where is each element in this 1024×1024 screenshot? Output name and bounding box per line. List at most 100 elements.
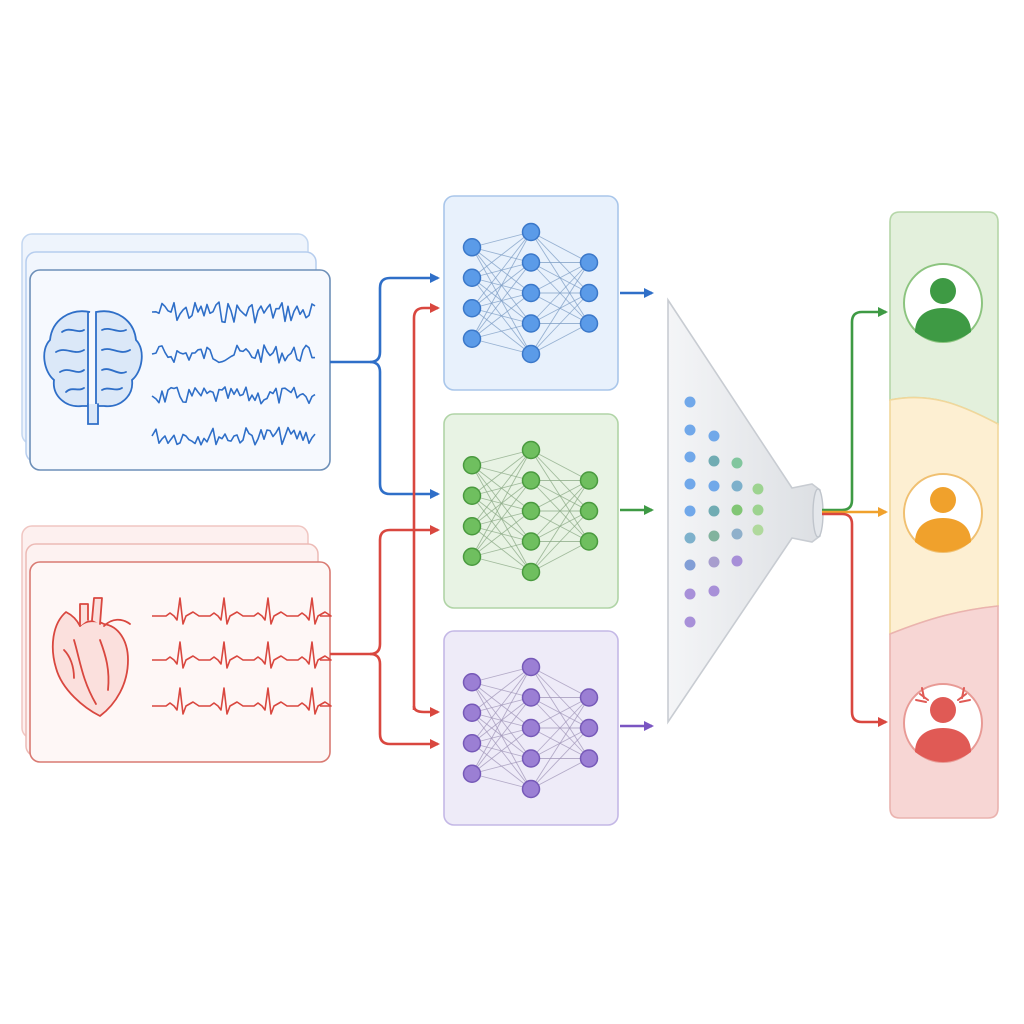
network-node	[579, 283, 599, 303]
network-edge	[471, 292, 532, 340]
network-edge	[471, 727, 532, 775]
network-edge	[471, 666, 532, 683]
network-edge	[471, 666, 532, 774]
calm-person-icon	[903, 263, 983, 343]
network-node	[521, 283, 541, 303]
feature-dot	[708, 530, 720, 542]
network-node	[462, 299, 482, 318]
feature-dot	[684, 616, 696, 628]
feature-dot	[708, 585, 720, 597]
funnel-feature-dots	[684, 396, 764, 628]
network-node	[579, 471, 599, 490]
ecg-waveform-line	[152, 597, 332, 625]
neutral-person-icon	[903, 473, 983, 553]
network-node	[521, 749, 541, 768]
feature-dot	[684, 505, 696, 517]
funnel-to-calm-arrow	[822, 307, 888, 512]
network-node	[521, 779, 541, 799]
brain-icon	[43, 310, 143, 425]
feature-dot	[684, 424, 696, 436]
feature-dot	[731, 555, 743, 567]
eeg-connectors	[330, 273, 440, 499]
network-edge	[530, 697, 590, 759]
network-edge	[530, 449, 590, 481]
network-edge	[471, 697, 532, 775]
net-purple-graph	[462, 657, 599, 799]
feature-dot	[684, 588, 696, 600]
ecg-to-blue-net-arrow	[412, 303, 440, 710]
network-edge	[471, 323, 532, 340]
ecg-waveform-line	[152, 687, 332, 715]
stress-marks-icon	[915, 687, 971, 703]
network-edge	[471, 510, 532, 558]
eeg-to-green-net-arrow	[369, 360, 440, 499]
network-edge	[530, 697, 590, 790]
network-edge	[530, 758, 590, 790]
network-node	[521, 253, 541, 272]
network-edge	[471, 231, 532, 339]
network-node	[579, 253, 599, 272]
ecg-connectors	[330, 303, 440, 749]
network-node	[579, 749, 599, 768]
feature-dot	[731, 480, 743, 492]
ecg-input-card-stack	[21, 525, 332, 763]
feature-dot	[752, 524, 764, 536]
network-edge	[530, 480, 590, 573]
network-node	[521, 314, 541, 333]
network-edge	[471, 449, 532, 466]
network-edge	[530, 262, 590, 355]
network-edge	[471, 556, 532, 573]
net-green-graph	[462, 440, 599, 582]
network-edge	[530, 480, 590, 512]
feature-dot	[708, 505, 720, 517]
network-edge	[530, 480, 590, 542]
network-edge	[530, 292, 590, 355]
network-node	[521, 440, 541, 460]
network-node	[462, 329, 482, 348]
network-edge	[471, 480, 532, 558]
network-edge	[471, 231, 532, 248]
eeg-waveform-line	[151, 344, 316, 364]
neural-network-icons	[462, 222, 599, 799]
feature-dot	[708, 430, 720, 442]
feature-dot	[684, 559, 696, 571]
network-edge	[471, 541, 532, 558]
network-node	[579, 532, 599, 551]
network-edge	[471, 758, 532, 775]
network-node	[521, 471, 541, 490]
feature-dot	[708, 480, 720, 492]
eeg-waveform-line	[151, 386, 316, 405]
network-node	[579, 501, 599, 521]
ecg-waveform-group	[152, 597, 332, 715]
eeg-waveform-line	[151, 301, 316, 324]
network-node	[462, 547, 482, 566]
network-edge	[530, 231, 590, 263]
network-edge	[471, 231, 532, 309]
network-edge	[471, 338, 532, 355]
network-edge	[530, 697, 590, 729]
network-node	[521, 657, 541, 677]
feature-dot	[752, 483, 764, 495]
network-node	[579, 314, 599, 333]
eeg-waveform-line	[151, 426, 316, 446]
network-node	[521, 718, 541, 738]
network-node	[521, 532, 541, 551]
feature-dot	[731, 528, 743, 540]
heart-icon	[51, 597, 131, 717]
network-edge	[471, 449, 532, 497]
feature-dot	[731, 457, 743, 469]
ecg-waveform-line	[152, 641, 332, 669]
stressed-person-icon	[903, 683, 983, 763]
network-node	[462, 764, 482, 783]
network-edge	[530, 262, 590, 294]
network-node	[462, 268, 482, 287]
network-node	[521, 562, 541, 582]
funnel-icon	[667, 297, 824, 725]
network-edge	[471, 773, 532, 790]
network-node	[462, 703, 482, 722]
network-node	[462, 517, 482, 536]
network-node	[462, 238, 482, 257]
feature-dot	[708, 556, 720, 568]
network-edge	[471, 231, 532, 279]
